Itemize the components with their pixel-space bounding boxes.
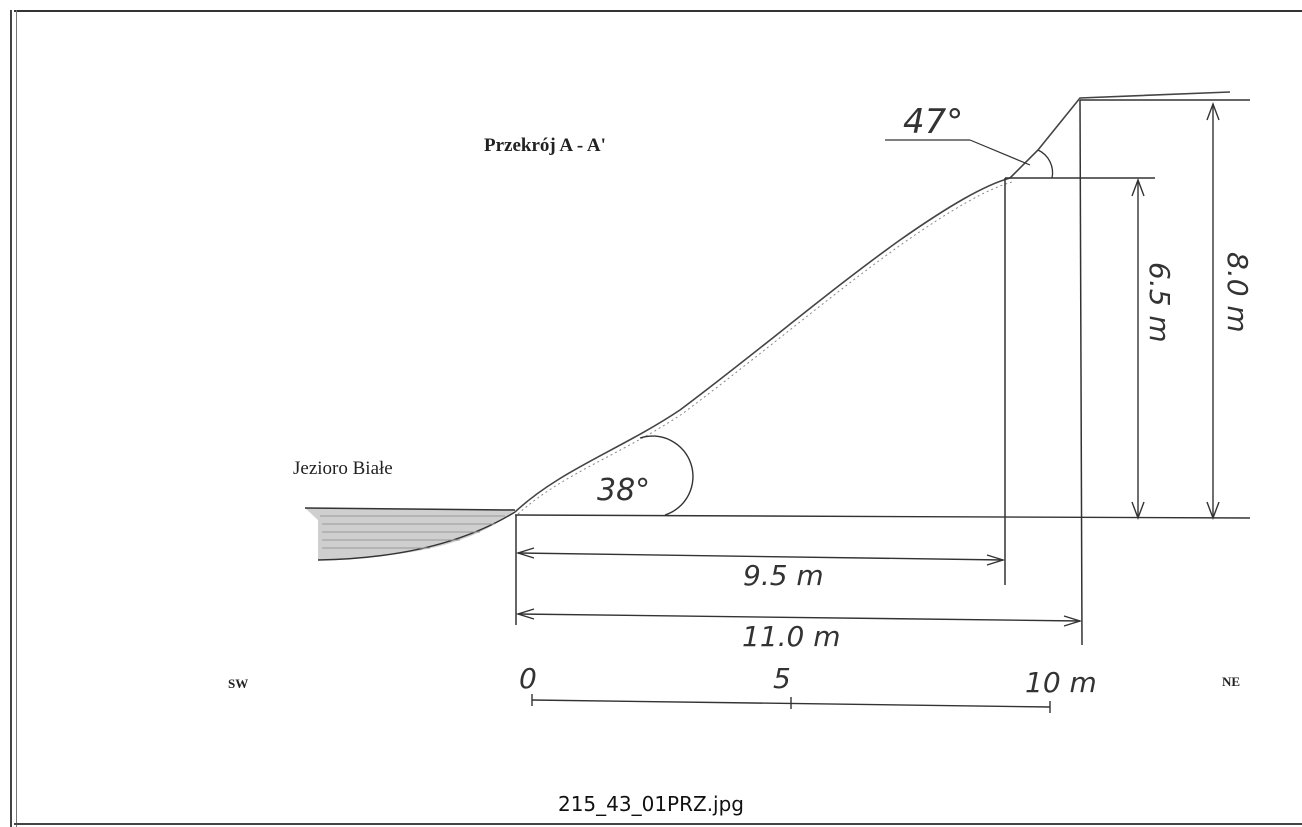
frame-border-top xyxy=(14,10,1302,12)
vertical-line-11-0 xyxy=(1079,99,1083,646)
slope-profile xyxy=(514,91,1231,515)
direction-sw: SW xyxy=(228,676,248,691)
angle-arc-38 xyxy=(639,435,694,516)
lake xyxy=(304,507,516,561)
image-caption: 215_43_01PRZ.jpg xyxy=(557,792,745,816)
dimension-8-0m xyxy=(1206,102,1220,520)
distance-9-5-label: 9.5 m xyxy=(743,559,824,592)
dimension-9-5m xyxy=(515,547,1006,566)
scale-tick-5: 5 xyxy=(773,662,791,695)
frame-border-left xyxy=(10,10,12,827)
dimension-6-5m xyxy=(1131,178,1145,520)
height-6-5-label: 6.5 m xyxy=(1143,262,1176,343)
lake-label: Jezioro Białe xyxy=(293,458,393,479)
dimension-11-0m xyxy=(515,608,1083,627)
baseline xyxy=(514,514,1251,519)
scale-tick-0: 0 xyxy=(519,662,537,695)
frame-border-bottom xyxy=(14,823,1302,825)
angle-marker-47 xyxy=(885,139,1155,179)
height-8-0-label: 8.0 m xyxy=(1221,252,1254,333)
scale-bar xyxy=(531,694,1051,713)
section-title: Przekrój A - A' xyxy=(484,135,606,156)
distance-11-0-label: 11.0 m xyxy=(742,620,841,653)
direction-ne: NE xyxy=(1222,674,1240,689)
angle-47-label: 47° xyxy=(903,102,963,142)
frame-border-left-inner xyxy=(16,10,17,827)
scale-tick-10: 10 m xyxy=(1025,666,1097,699)
angle-38-label: 38° xyxy=(597,473,650,508)
